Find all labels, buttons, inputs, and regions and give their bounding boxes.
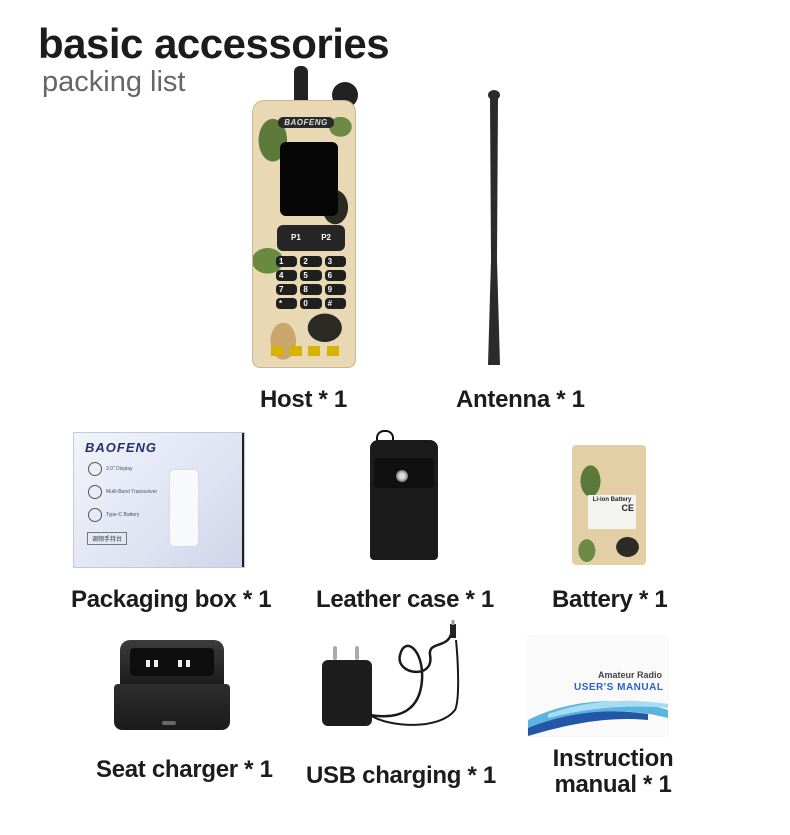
ce-mark-icon: CE <box>621 503 634 513</box>
packaging-box-image <box>73 432 245 568</box>
charger-well <box>130 648 214 676</box>
usb-cable-icon <box>369 620 460 726</box>
key: 0 <box>300 298 322 309</box>
item-label-host: Host * 1 <box>260 386 347 413</box>
key: 4 <box>276 270 298 281</box>
contact <box>308 346 321 356</box>
item-label-instruction-manual: Instruction manual * 1 <box>552 745 674 798</box>
plug-prong <box>333 646 337 660</box>
contact <box>326 346 339 356</box>
box-tag: 调频手持台 <box>87 532 128 545</box>
usb-adapter-icon <box>322 660 372 726</box>
manual-title: USER'S MANUAL <box>574 682 664 693</box>
radio-keypad: 1 2 3 4 5 6 7 8 9 * 0 # <box>276 256 346 309</box>
charger-pin <box>146 660 150 667</box>
box-feature: Type-C Battery <box>88 508 139 522</box>
manual-heading: Amateur Radio <box>598 670 663 680</box>
battery-contacts <box>270 346 340 358</box>
key: 8 <box>300 284 322 295</box>
antenna-connector-icon <box>294 66 308 106</box>
box-feature: Multi-Band Transceiver <box>88 485 157 499</box>
box-brand: BAOFENG <box>85 440 157 455</box>
item-label-antenna: Antenna * 1 <box>456 386 585 413</box>
key: 7 <box>276 284 298 295</box>
key: 6 <box>324 270 346 281</box>
radio-navpad: P1 P2 <box>277 225 345 251</box>
key: 1 <box>276 256 298 267</box>
box-radio-illustration <box>170 470 198 546</box>
signal-icon <box>88 485 102 499</box>
radio-screen <box>280 142 338 216</box>
item-label-battery: Battery * 1 <box>552 586 668 613</box>
plug-prong <box>355 646 359 660</box>
snap-button-icon <box>396 470 408 482</box>
manual-wave-graphic <box>528 700 668 736</box>
key: 3 <box>324 256 346 267</box>
radio-brand: BAOFENG <box>278 117 334 128</box>
usb-port-icon <box>162 721 176 725</box>
key: 5 <box>300 270 322 281</box>
battery-type-c-icon <box>88 508 102 522</box>
nav-key-p1: P1 <box>291 233 301 242</box>
key: 2 <box>300 256 322 267</box>
charger-pin <box>186 660 190 667</box>
page-subtitle: packing list <box>42 66 186 98</box>
key: # <box>324 298 346 309</box>
charger-pin <box>154 660 158 667</box>
key: * <box>276 298 298 309</box>
item-label-leather-case: Leather case * 1 <box>316 586 494 613</box>
display-icon <box>88 462 102 476</box>
nav-key-p2: P2 <box>321 233 331 242</box>
battery-sticker: Li-ion Battery CE <box>588 495 636 529</box>
contact <box>271 346 284 356</box>
page-title: basic accessories <box>38 20 390 67</box>
contact <box>289 346 302 356</box>
item-label-packaging-box: Packaging box * 1 <box>71 586 272 613</box>
key: 9 <box>324 284 346 295</box>
item-label-usb-charging: USB charging * 1 <box>306 762 496 789</box>
item-label-seat-charger: Seat charger * 1 <box>96 756 273 783</box>
box-feature: 3.0" Display <box>88 462 133 476</box>
antenna-icon <box>488 90 500 365</box>
charger-pin <box>178 660 182 667</box>
